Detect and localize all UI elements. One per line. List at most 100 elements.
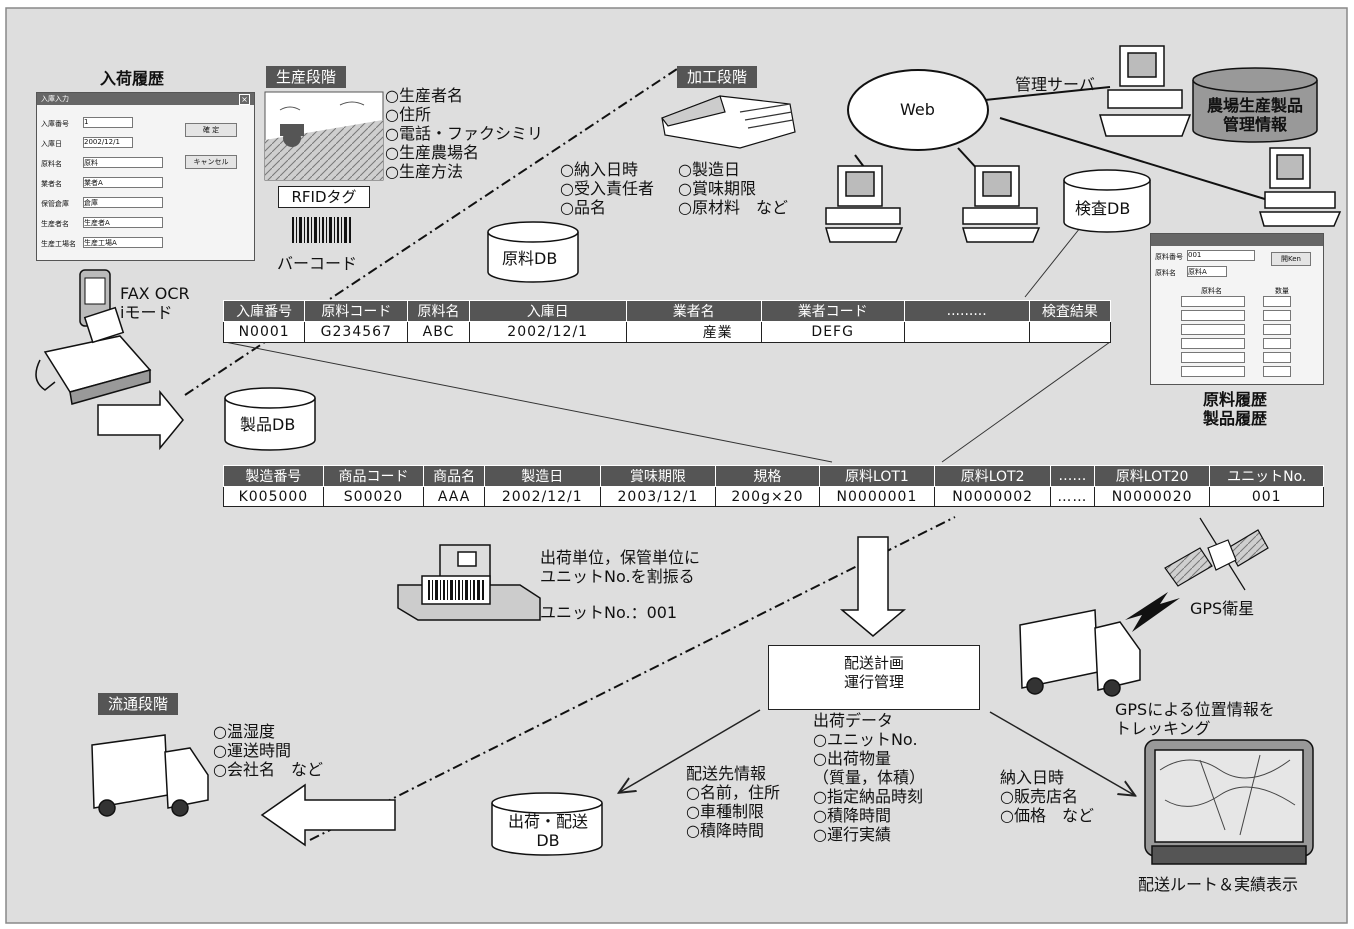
form-label: 生産者名 (41, 219, 69, 229)
receiving-form-window: 入庫入力 × 入庫番号 1 入庫日 2002/12/1 原料名 原料 業者名 業… (36, 92, 255, 261)
farm-db-label: 農場生産製品 管理情報 (1200, 96, 1310, 134)
table-cell: ABC (408, 322, 469, 343)
table-cell: …… (1050, 487, 1094, 507)
unit-number-value: ユニットNo.：001 (540, 604, 677, 622)
distribution-items: ○温湿度 ○運送時間 ○会社名 など (213, 722, 323, 779)
form-select-warehouse[interactable]: 倉庫 (83, 197, 163, 208)
distribution-stage-tag: 流通段階 (98, 693, 178, 715)
col-header: 入庫日 (469, 301, 626, 322)
form-select-material[interactable]: 原料 (83, 157, 163, 168)
inspection-db-label: 検査DB (1075, 200, 1130, 218)
material-db-label: 原料DB (502, 250, 557, 268)
form-label: 保管倉庫 (41, 199, 69, 209)
table-cell: 産業 (626, 322, 761, 343)
form-label: 入庫番号 (41, 119, 69, 129)
gps-satellite-label: GPS衛星 (1190, 600, 1254, 618)
farm-picture (265, 92, 383, 180)
col-header: 原料コード (305, 301, 408, 322)
history-label: 原料番号 (1155, 252, 1183, 262)
delivery-planning-box: 配送計画 運行管理 (768, 645, 980, 710)
col-header: 商品コード (323, 466, 423, 487)
product-table: 製造番号 商品コード 商品名 製造日 賞味期限 規格 原料LOT1 原料LOT2… (223, 465, 1324, 507)
fax-ocr-label: FAX OCR iモード (120, 284, 190, 322)
product-db-label: 製品DB (240, 416, 295, 434)
col-header: 原料名 (408, 301, 469, 322)
gps-tracking-text: GPSによる位置情報を トレッキング (1115, 700, 1275, 738)
table-header-row: 製造番号 商品コード 商品名 製造日 賞味期限 規格 原料LOT1 原料LOT2… (224, 466, 1324, 487)
arrival-info: 納入日時 ○販売店名 ○価格 など (1000, 768, 1094, 825)
col-header: …… (1050, 466, 1094, 487)
history-label: 原料名 (1155, 268, 1176, 278)
col-header: ......... (904, 301, 1029, 322)
table-cell: AAA (424, 487, 485, 507)
col-header: 原料LOT1 (819, 466, 935, 487)
col-header: 業者名 (626, 301, 761, 322)
history-col-header: 原料名 (1201, 286, 1222, 296)
receiving-form-titlebar: 入庫入力 (37, 93, 254, 105)
history-window-titlebar (1151, 234, 1323, 246)
table-header-row: 入庫番号 原料コード 原料名 入庫日 業者名 業者コード ......... 検… (224, 301, 1111, 322)
table-row: K005000 S00020 AAA 2002/12/1 2003/12/1 2… (224, 487, 1324, 507)
form-label: 入庫日 (41, 139, 62, 149)
unit-assignment-text: 出荷単位，保管単位に ユニットNo.を割振る (540, 548, 700, 586)
col-header: 業者コード (761, 301, 904, 322)
management-server-label: 管理サーバ (1015, 76, 1095, 94)
production-items: ○生産者名 ○住所 ○電話・ファクシミリ ○生産農場名 ○生産方法 (385, 86, 543, 181)
table-row: N0001 G234567 ABC 2002/12/1 産業 DEFG (224, 322, 1111, 343)
history-field-number[interactable]: 001 (1187, 250, 1255, 261)
history-col-header: 数量 (1275, 286, 1289, 296)
table-cell: 2002/12/1 (484, 487, 600, 507)
route-monitor-icon (1145, 740, 1313, 864)
table-cell: N0000002 (935, 487, 1051, 507)
table-cell (1029, 322, 1110, 343)
history-field-name[interactable]: 原料A (1187, 266, 1227, 277)
col-header: 入庫番号 (224, 301, 305, 322)
processing-items-left: ○納入日時 ○受入責任者 ○品名 (560, 160, 654, 217)
table-cell (904, 322, 1029, 343)
shipment-data: 出荷データ ○ユニットNo. ○出荷物量 （質量，体積） ○指定納品時刻 ○積降… (813, 711, 925, 844)
rfid-tag-label: RFIDタグ (278, 186, 370, 208)
col-header: 検査結果 (1029, 301, 1110, 322)
form-label: 原料名 (41, 159, 62, 169)
col-header: ユニットNo. (1210, 466, 1324, 487)
form-select-producer[interactable]: 生産者A (83, 217, 163, 228)
table-cell: G234567 (305, 322, 408, 343)
col-header: 原料LOT2 (935, 466, 1051, 487)
processing-items-right: ○製造日 ○賞味期限 ○原材料 など (678, 160, 788, 217)
form-select-factory[interactable]: 生産工場A (83, 237, 163, 248)
processing-stage-tag: 加工段階 (677, 66, 757, 88)
shipping-db-label: 出荷・配送 DB (508, 812, 588, 850)
cancel-button[interactable]: キャンセル (185, 155, 237, 169)
table-cell: S00020 (323, 487, 423, 507)
form-label: 業者名 (41, 179, 62, 189)
form-field-receipt-no[interactable]: 1 (83, 117, 133, 128)
production-stage-tag: 生産段階 (266, 66, 346, 88)
form-label: 生産工場名 (41, 239, 76, 249)
table-cell: N0001 (224, 322, 305, 343)
material-table: 入庫番号 原料コード 原料名 入庫日 業者名 業者コード ......... 検… (223, 300, 1111, 343)
table-cell: 001 (1210, 487, 1324, 507)
col-header: 規格 (716, 466, 819, 487)
table-cell: N0000020 (1094, 487, 1210, 507)
table-cell: DEFG (761, 322, 904, 343)
destination-info: 配送先情報 ○名前，住所 ○車種制限 ○積降時間 (686, 764, 780, 840)
table-cell: K005000 (224, 487, 324, 507)
table-cell: 2002/12/1 (469, 322, 626, 343)
table-cell: 200g×20 (716, 487, 819, 507)
close-icon[interactable]: × (239, 94, 250, 105)
barcode-label: バーコード (277, 255, 357, 273)
form-field-date[interactable]: 2002/12/1 (83, 137, 133, 148)
receiving-history-title: 入荷履歴 (100, 70, 164, 88)
route-display-caption: 配送ルート＆実績表示 (1138, 876, 1298, 894)
table-cell: 2003/12/1 (600, 487, 716, 507)
col-header: 原料LOT20 (1094, 466, 1210, 487)
col-header: 賞味期限 (600, 466, 716, 487)
confirm-button[interactable]: 確 定 (185, 123, 237, 137)
col-header: 製造番号 (224, 466, 324, 487)
form-select-vendor[interactable]: 業者A (83, 177, 163, 188)
history-open-button[interactable]: 開Ken (1271, 252, 1311, 266)
table-cell: N0000001 (819, 487, 935, 507)
web-label: Web (900, 101, 935, 119)
col-header: 製造日 (484, 466, 600, 487)
